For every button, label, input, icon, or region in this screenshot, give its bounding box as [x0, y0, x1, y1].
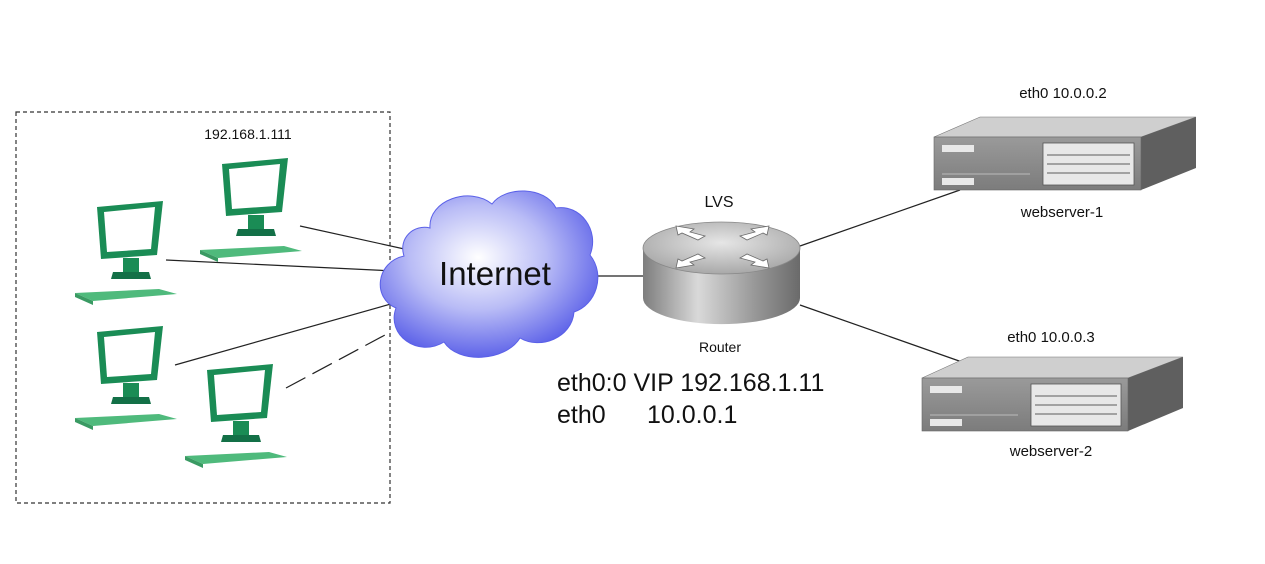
router-label: Router: [699, 339, 741, 355]
connection-lines: [165, 189, 963, 389]
webserver-2-label: webserver-2: [1009, 443, 1093, 460]
link-client-3: [174, 299, 406, 366]
lvs-label: LVS: [704, 194, 733, 211]
client-group-border: [15, 111, 391, 504]
link-router-server2: [799, 304, 963, 363]
router-eth0-label: eth0: [557, 401, 606, 429]
server1-interface-label: eth0 10.0.0.2: [1019, 85, 1107, 102]
server2-interface-label: eth0 10.0.0.3: [1007, 329, 1095, 346]
client-computer-icon: [200, 158, 302, 262]
webserver-1-label: webserver-1: [1020, 204, 1104, 221]
link-client-2: [165, 259, 416, 273]
router-eth0-ip: 10.0.0.1: [647, 401, 737, 429]
webserver-1-icon: [933, 116, 1197, 191]
client-computer-icon: [75, 326, 177, 430]
client-ip-label: 192.168.1.111: [204, 126, 292, 142]
client-computer-icon: [185, 364, 287, 468]
vip-interface-label: eth0:0 VIP 192.168.1.11: [557, 369, 824, 397]
internet-cloud-icon: [379, 190, 599, 358]
webserver-2-icon: [921, 356, 1184, 432]
router-icon: [642, 221, 801, 325]
client-computer-icon: [75, 201, 177, 305]
link-router-server1: [799, 189, 961, 247]
link-client-1: [299, 225, 419, 253]
internet-label: Internet: [439, 255, 551, 292]
link-client-4: [285, 334, 386, 389]
